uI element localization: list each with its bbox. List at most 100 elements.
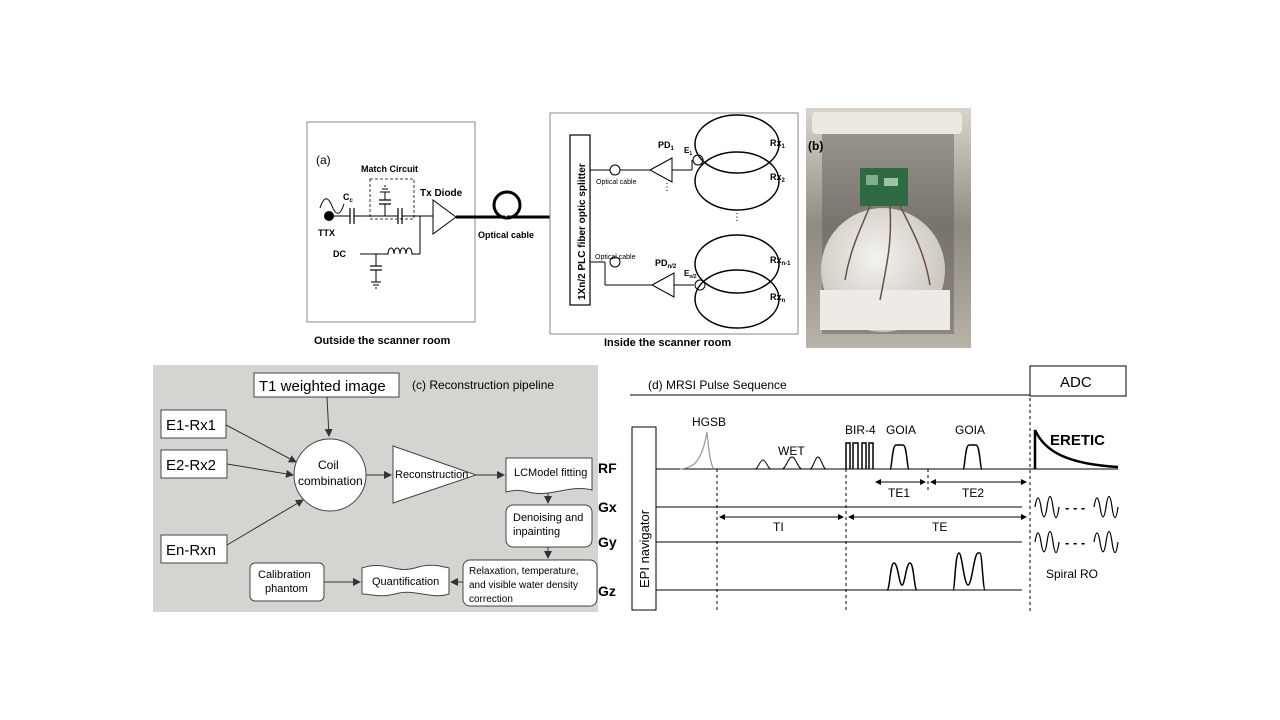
rxn-label: Rxn <box>770 292 786 304</box>
gz-label: Gz <box>598 583 616 599</box>
e1-label: E1 <box>684 146 692 157</box>
lcmodel-box <box>505 457 593 494</box>
panel-b-photo: (b) <box>806 108 971 348</box>
spiral-gx-end <box>1093 495 1119 519</box>
bir4-pulse <box>845 442 874 469</box>
rx2-label: Rx2 <box>770 172 786 184</box>
cable-bundle <box>844 205 931 301</box>
rx1-label: Rx1 <box>770 138 786 150</box>
inductor-icon <box>360 247 420 255</box>
e1-box <box>160 409 227 439</box>
denoising-box <box>505 504 593 548</box>
coil-label-line2: combination <box>298 474 363 488</box>
splitter-box <box>569 134 591 306</box>
goia-label-2: GOIA <box>955 423 985 437</box>
cc-label: Cc <box>343 192 354 204</box>
tx-diode-icon <box>432 199 457 235</box>
epi-navigator-label: EPI navigator <box>637 509 652 588</box>
helmet-base <box>820 290 950 330</box>
match-circuit-box <box>369 178 415 220</box>
panel-b-tag: (b) <box>808 139 823 153</box>
photo-top-plate <box>812 112 962 134</box>
sequence-title: (d) MRSI Pulse Sequence <box>648 378 787 392</box>
panel-c-pipeline: (c) Reconstruction pipeline T1 weighted … <box>153 365 598 612</box>
sine-source-icon <box>319 198 345 214</box>
splitter-label: 1Xn/2 PLC fiber optic splitter <box>577 163 588 300</box>
eretic-signal <box>1033 429 1119 469</box>
match-circuit-label: Match Circuit <box>361 164 418 174</box>
relaxation-box <box>462 559 598 607</box>
adc-label: ADC <box>1060 374 1092 391</box>
gy-label: Gy <box>598 534 617 550</box>
wet-pulse-3 <box>809 456 827 470</box>
goia-pulse-2 <box>962 444 983 470</box>
optical-cable-bottom-label: Optical cable <box>595 254 636 261</box>
te-label: TE <box>932 520 947 534</box>
denoising-line2: inpainting <box>513 526 560 538</box>
optical-connector-top-icon <box>609 164 621 176</box>
epi-navigator-box <box>631 426 657 611</box>
quantification-label: Quantification <box>372 576 439 588</box>
reconstruction-triangle <box>392 445 478 504</box>
e2-rx2-label: E2-Rx2 <box>166 457 216 474</box>
wet-pulse-1 <box>754 459 772 470</box>
rf-label: RF <box>598 460 617 476</box>
receiver-boards <box>860 168 908 206</box>
optical-connector-bottom-icon <box>609 256 621 268</box>
te2-label: TE2 <box>962 486 984 500</box>
adc-box <box>1029 365 1127 397</box>
rx2-loop <box>694 151 780 211</box>
fiber-loop-icon <box>492 190 522 220</box>
ttx-node <box>324 211 334 221</box>
tx-diode-label: Tx Diode <box>420 188 463 199</box>
panel-a-tag: (a) <box>316 153 331 167</box>
spiral-gx-start <box>1034 495 1060 519</box>
rxn-loop <box>694 269 780 329</box>
vdots-small-label: ⋮ <box>662 182 672 193</box>
eretic-label: ERETIC <box>1050 432 1105 449</box>
panel-a-outside: (a) Match Circuit TTX Cc Tx Diode DC <box>306 121 571 347</box>
reconstruction-label: Reconstruction <box>395 469 468 481</box>
en-rxn-label: En-Rxn <box>166 542 216 559</box>
dc-label: DC <box>333 249 346 259</box>
wet-label: WET <box>778 444 805 458</box>
bir4-label: BIR-4 <box>845 423 876 437</box>
e1-rx1-label: E1-Rx1 <box>166 417 216 434</box>
t1-box <box>253 372 400 398</box>
coil-label-line1: Coil <box>318 458 339 472</box>
ti-label: TI <box>773 520 784 534</box>
gz-crusher-1 <box>886 562 918 591</box>
optical-cable-top-label: Optical cable <box>596 179 637 186</box>
en2-label: En/2 <box>684 269 697 280</box>
inside-caption: Inside the scanner room <box>604 337 731 349</box>
calibration-line1: Calibration <box>258 569 311 581</box>
spiral-ro-label: Spiral RO <box>1046 567 1098 581</box>
vdots-mid-label: ⋮ <box>732 212 742 223</box>
e2-box <box>160 449 228 479</box>
panel-d-sequence: (d) MRSI Pulse Sequence ADC EPI navigato… <box>598 365 1127 612</box>
rxn1-label: Rxn-1 <box>770 255 791 267</box>
optical-cable-label: Optical cable <box>478 230 534 240</box>
relaxation-line2: and visible water density <box>469 580 578 591</box>
quantification-box <box>361 564 450 597</box>
rx1-loop <box>694 114 780 174</box>
calibration-box <box>249 562 325 602</box>
calibration-line2: phantom <box>265 583 308 595</box>
ttx-label: TTX <box>318 228 335 238</box>
spiral-gy-start <box>1034 530 1060 554</box>
relaxation-line1: Relaxation, temperature, <box>469 566 579 577</box>
rxn1-loop <box>694 234 780 294</box>
te1-label: TE1 <box>888 486 910 500</box>
hgsb-pulse <box>679 431 715 470</box>
t1-label: T1 weighted image <box>259 378 386 395</box>
pd1-label: PD1 <box>658 140 675 152</box>
gz-crusher-2 <box>952 552 986 591</box>
goia-label-1: GOIA <box>886 423 916 437</box>
pipeline-title: (c) Reconstruction pipeline <box>412 378 554 392</box>
spiral-gy-end <box>1093 530 1119 554</box>
gx-dashes: - - - <box>1065 500 1085 515</box>
gx-label: Gx <box>598 499 617 515</box>
wet-pulse-2 <box>781 456 803 470</box>
gy-dashes: - - - <box>1065 535 1085 550</box>
panel-a-inside: 1Xn/2 PLC fiber optic splitter Optical c… <box>549 112 799 349</box>
